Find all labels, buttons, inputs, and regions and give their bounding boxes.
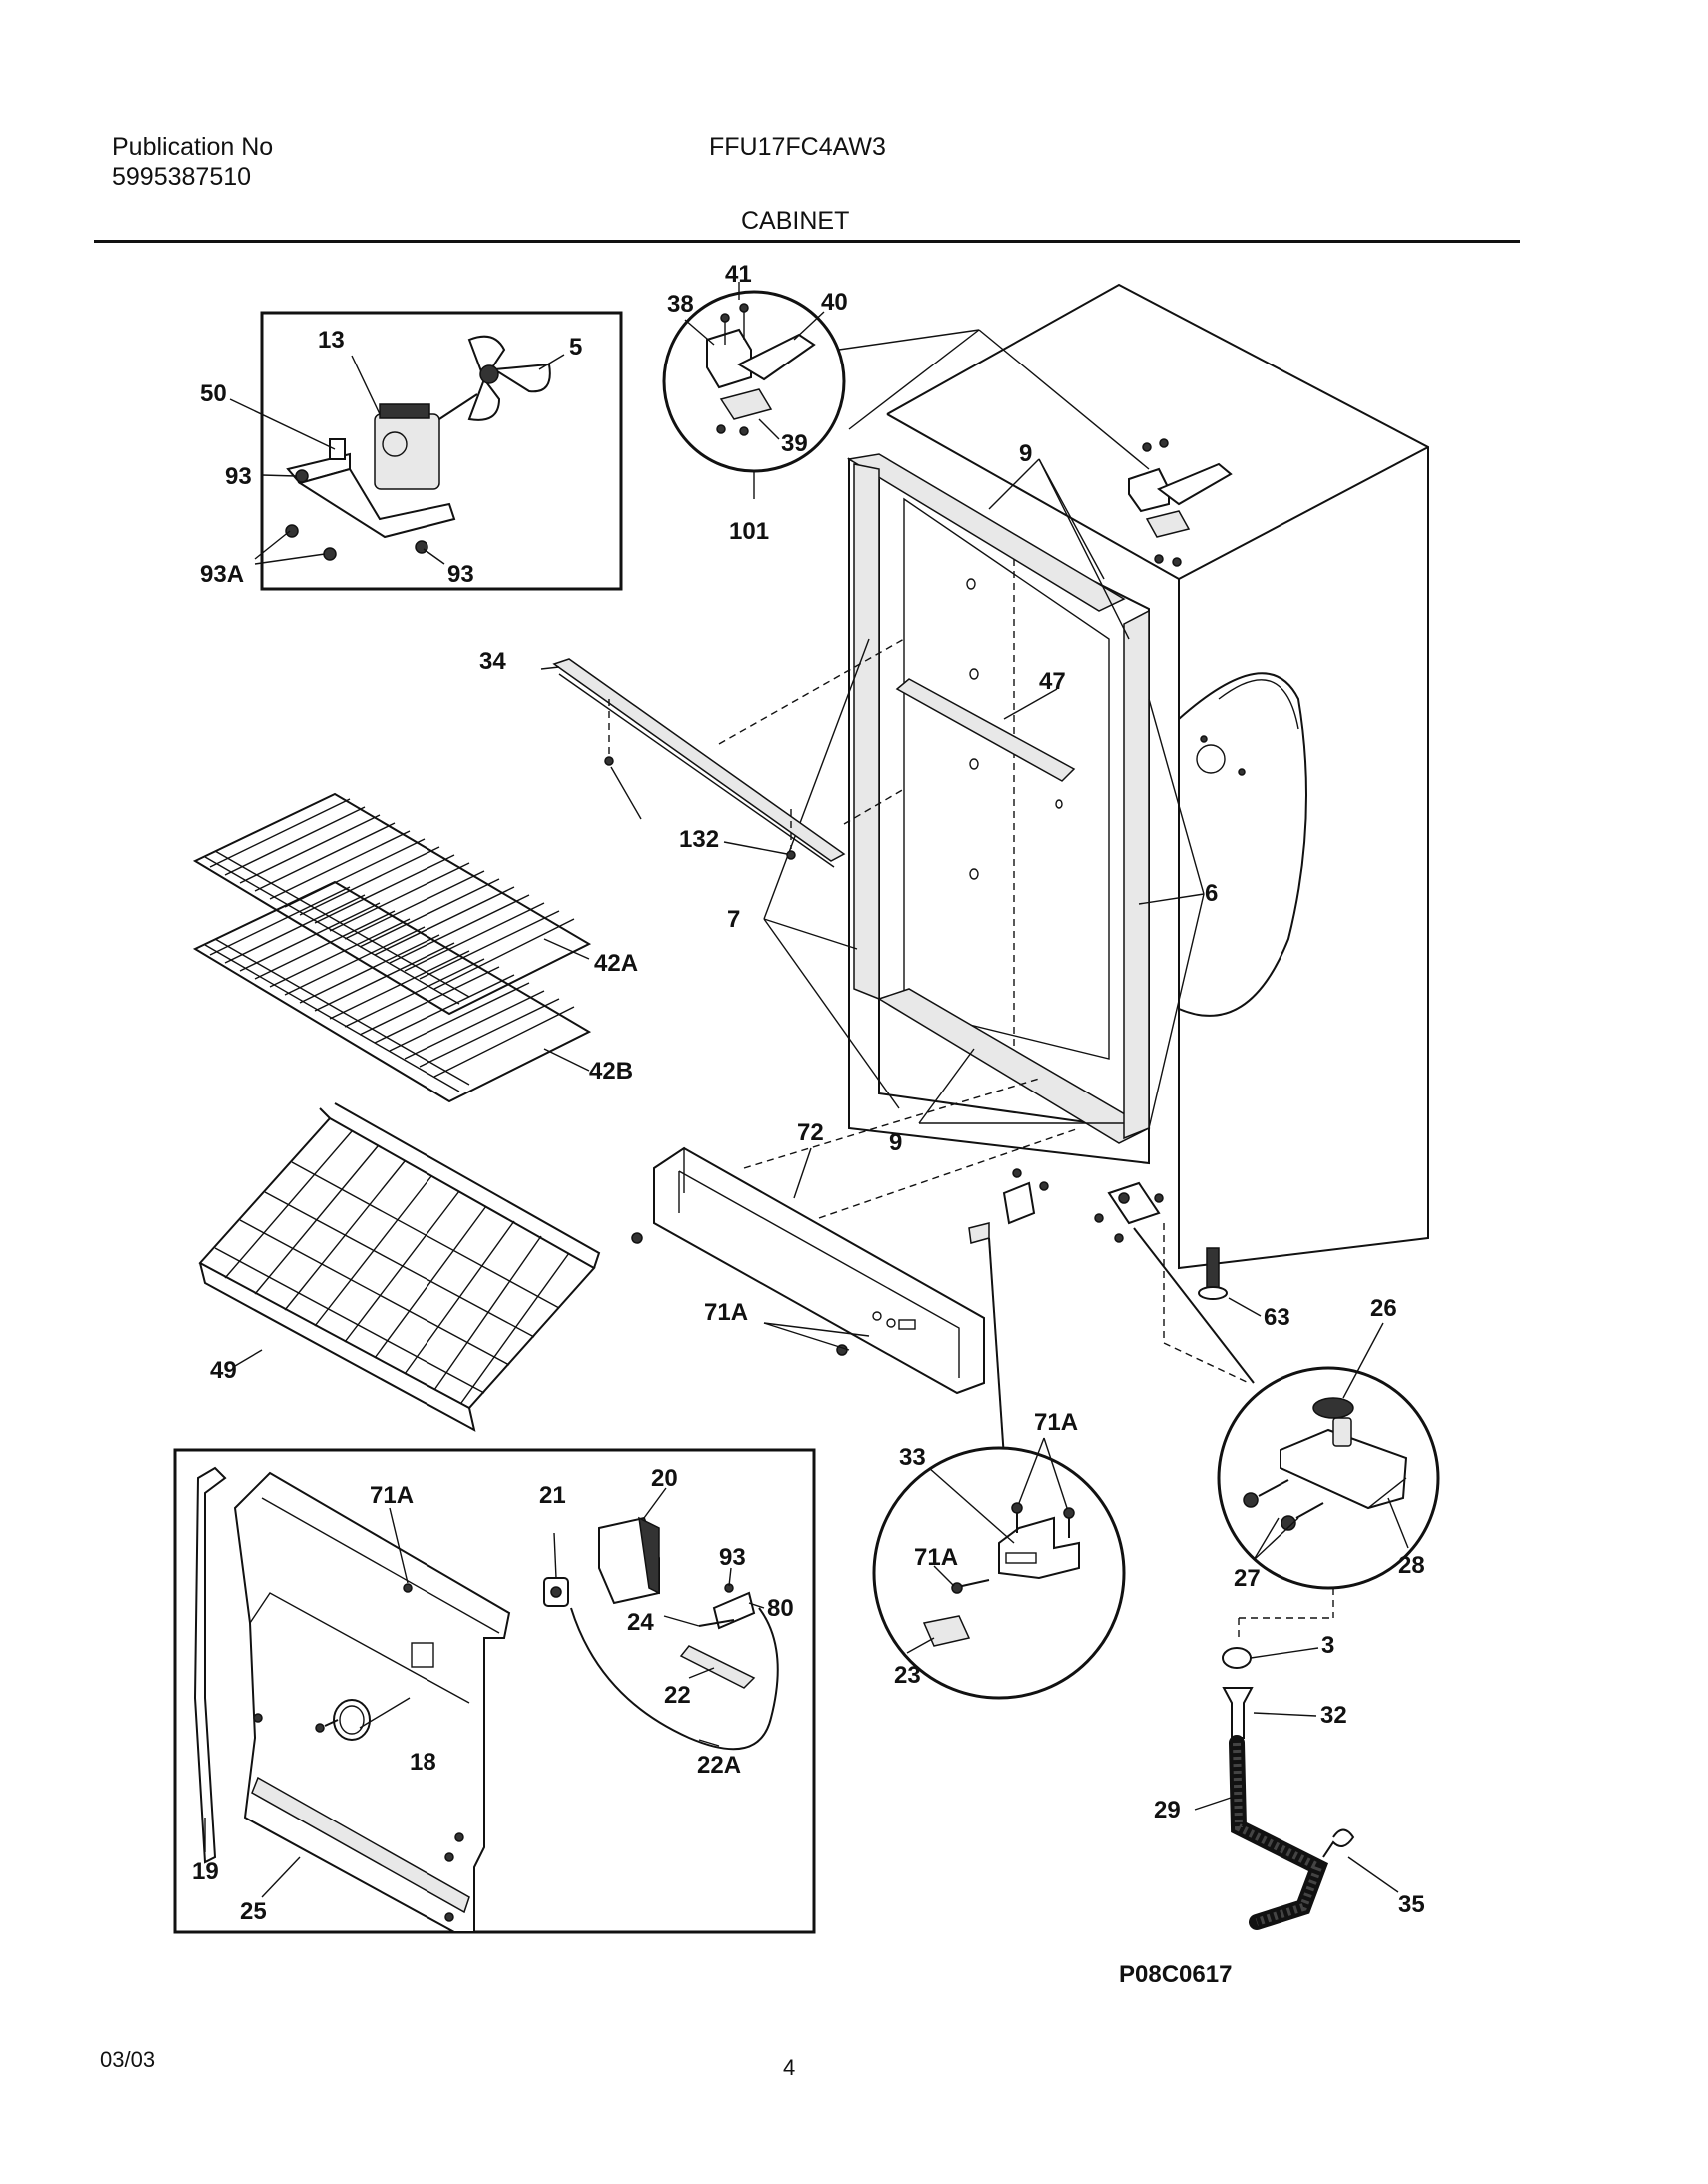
callout-26: 26 xyxy=(1370,1295,1397,1322)
callout-42B: 42B xyxy=(589,1058,633,1085)
callout-63: 63 xyxy=(1264,1304,1290,1331)
callout-42A: 42A xyxy=(594,950,638,977)
callout-29: 29 xyxy=(1154,1797,1181,1823)
wire-shelf-42B xyxy=(192,880,592,1103)
callout-101: 101 xyxy=(729,518,769,545)
callout-72: 72 xyxy=(797,1119,824,1146)
callout-22A: 22A xyxy=(697,1752,741,1779)
callout-9: 9 xyxy=(889,1129,902,1156)
callout-28: 28 xyxy=(1398,1552,1425,1579)
callout-18: 18 xyxy=(410,1749,436,1776)
cabinet-body xyxy=(718,283,1429,1270)
callout-25: 25 xyxy=(240,1898,267,1925)
callout-71A: 71A xyxy=(914,1544,958,1571)
callout-5: 5 xyxy=(569,334,582,361)
section-title: CABINET xyxy=(741,207,850,235)
callout-20: 20 xyxy=(651,1465,678,1492)
callout-132: 132 xyxy=(679,826,719,853)
basket-49 xyxy=(198,1102,601,1432)
callout-93: 93 xyxy=(719,1544,746,1571)
callout-3: 3 xyxy=(1321,1632,1334,1659)
lower-hinge-inset xyxy=(1217,1322,1440,1590)
callout-39: 39 xyxy=(781,430,808,457)
callout-33: 33 xyxy=(899,1444,926,1471)
callout-21: 21 xyxy=(539,1482,566,1509)
drain-assembly xyxy=(1194,1647,1399,1930)
callout-27: 27 xyxy=(1234,1565,1261,1592)
door-switch-inset xyxy=(872,1437,1126,1700)
callout-35: 35 xyxy=(1398,1891,1425,1918)
page-number: 4 xyxy=(783,2055,796,2080)
callout-71A: 71A xyxy=(370,1482,414,1509)
callout-49: 49 xyxy=(210,1357,237,1384)
callout-50: 50 xyxy=(200,380,227,407)
callout-32: 32 xyxy=(1320,1702,1347,1729)
top-hinge-inset xyxy=(662,282,1150,499)
footer-date: 03/03 xyxy=(100,2047,156,2072)
shelf-support-34 xyxy=(540,658,846,868)
publication-label: Publication No xyxy=(112,133,274,161)
callout-41: 41 xyxy=(725,261,752,288)
callout-13: 13 xyxy=(318,327,345,354)
figure-code: P08C0617 xyxy=(1119,1961,1232,1988)
callout-80: 80 xyxy=(767,1595,794,1622)
lower-hinge-area xyxy=(968,1168,1334,1638)
wire-shelf-42A xyxy=(192,792,592,1016)
callout-40: 40 xyxy=(821,289,848,316)
callout-93: 93 xyxy=(447,561,474,588)
evaporator-cover-inset xyxy=(173,1448,816,1934)
callout-34: 34 xyxy=(479,648,506,675)
publication-number: 5995387510 xyxy=(112,163,252,191)
callout-71A: 71A xyxy=(1034,1409,1078,1436)
kickplate-72 xyxy=(631,1078,1080,1395)
callout-38: 38 xyxy=(667,291,694,318)
fan-motor-inset xyxy=(229,311,623,591)
callout-71A: 71A xyxy=(704,1299,748,1326)
callout-23: 23 xyxy=(894,1662,921,1689)
callout-7: 7 xyxy=(727,906,740,933)
callout-93: 93 xyxy=(225,463,252,490)
model-number: FFU17FC4AW3 xyxy=(709,133,886,161)
callout-6: 6 xyxy=(1205,880,1218,907)
callout-22: 22 xyxy=(664,1682,691,1709)
callout-19: 19 xyxy=(192,1858,219,1885)
callout-93A: 93A xyxy=(200,561,244,588)
callout-47: 47 xyxy=(1039,668,1066,695)
header-rule xyxy=(94,240,1520,243)
callout-9: 9 xyxy=(1019,440,1032,467)
callout-24: 24 xyxy=(627,1609,654,1636)
